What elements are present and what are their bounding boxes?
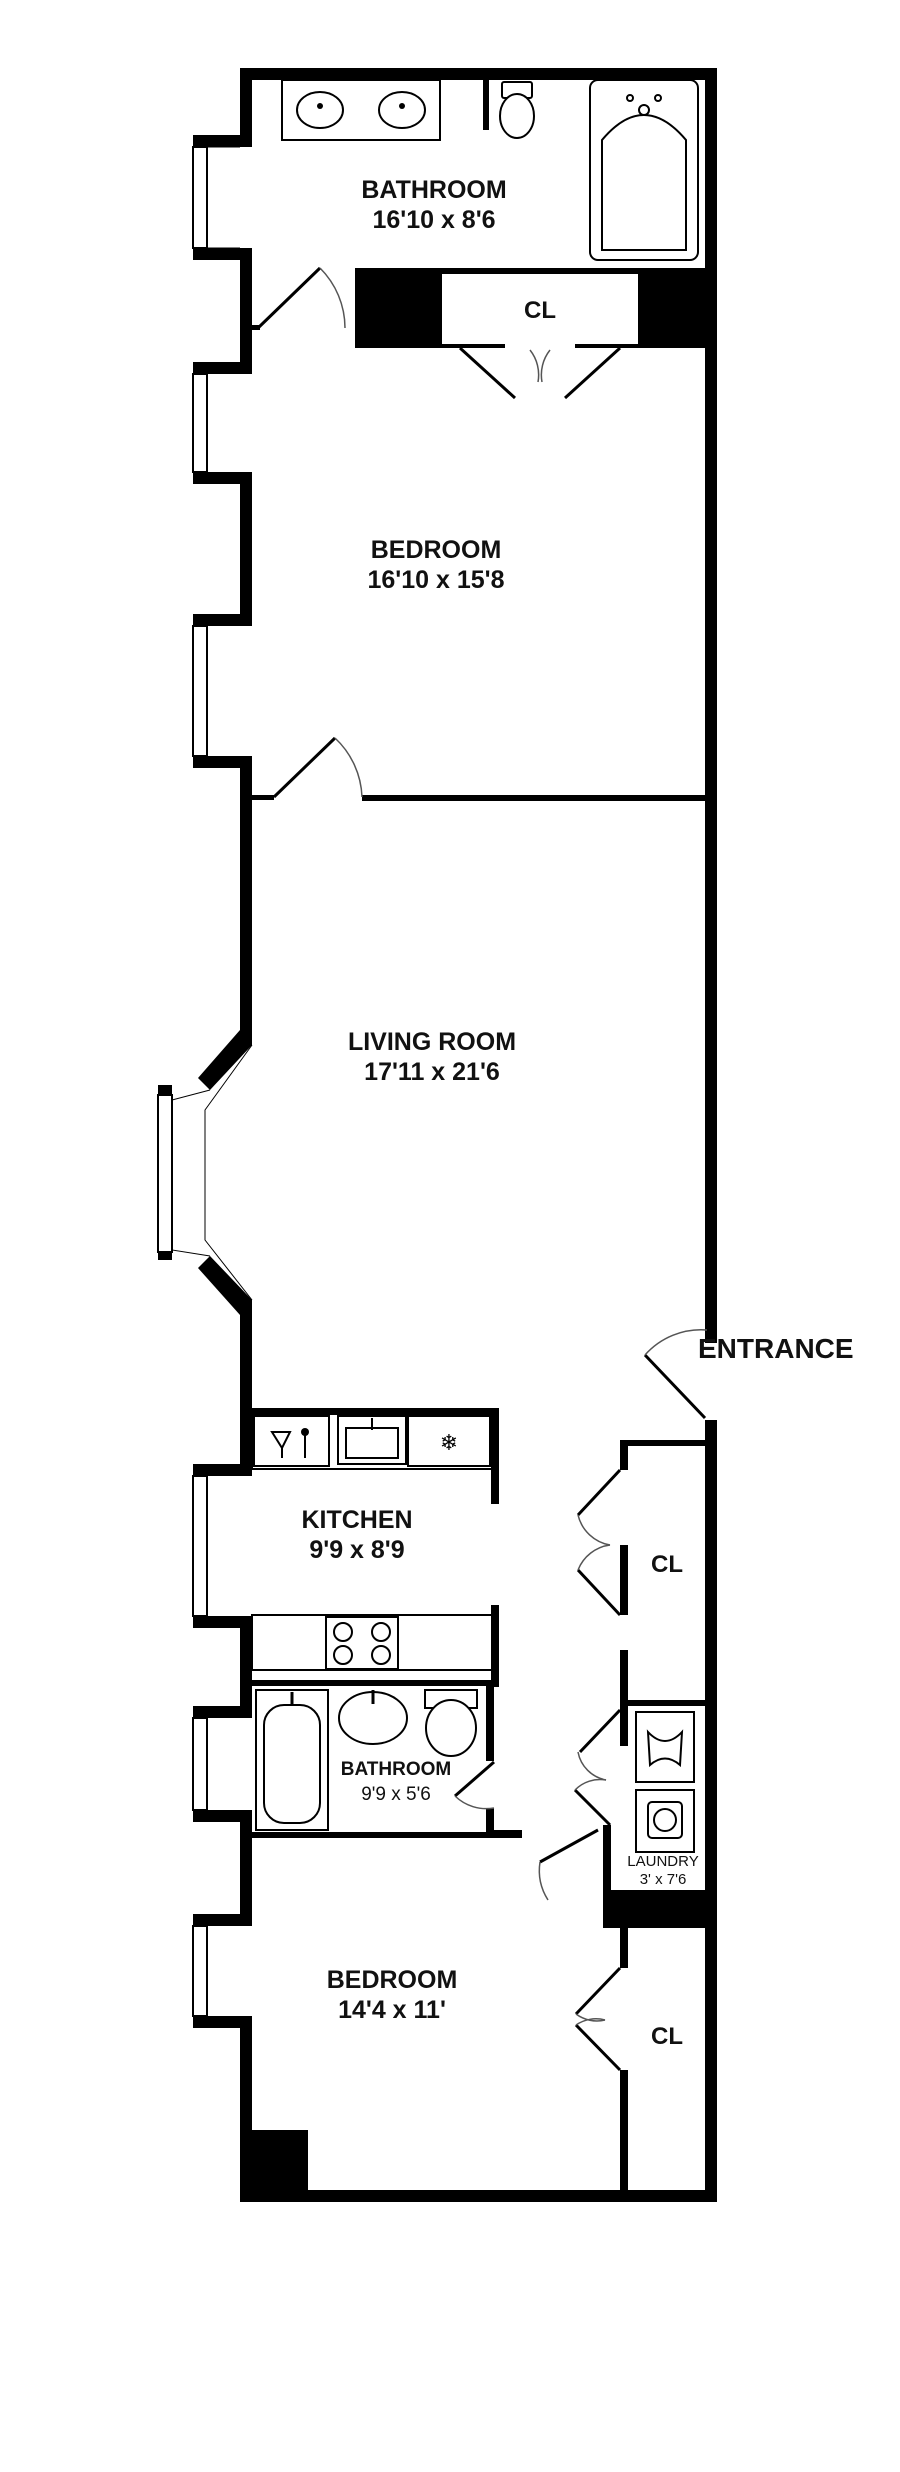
sink-icon	[378, 91, 426, 129]
window	[192, 625, 208, 757]
window	[192, 1717, 208, 1811]
bathroom-master-dims: 16'10 x 8'6	[372, 206, 495, 234]
bedroom-second-dims: 14'4 x 11'	[338, 1996, 446, 2024]
refrigerator-icon: ❄	[407, 1415, 491, 1467]
laundry-name: LAUNDRY	[627, 1853, 698, 1870]
sink-icon	[296, 91, 344, 129]
washer-icon	[635, 1711, 695, 1783]
bathtub-icon	[589, 79, 699, 261]
doors	[256, 266, 708, 2072]
bedroom-master-name: BEDROOM	[371, 536, 502, 564]
living-room-name: LIVING ROOM	[348, 1028, 516, 1056]
entrance-label: ENTRANCE	[698, 1333, 854, 1364]
window	[192, 146, 208, 249]
sink-icon	[337, 1415, 407, 1465]
laundry-dims: 3' x 7'6	[640, 1871, 687, 1888]
toilet-icon	[424, 1689, 478, 1757]
svg-text:❄: ❄	[440, 1431, 458, 1456]
toilet-icon	[483, 80, 535, 139]
stove-icon	[325, 1616, 399, 1670]
dryer-icon	[635, 1789, 695, 1853]
bedroom-master-dims: 16'10 x 15'8	[367, 566, 504, 594]
window	[157, 1094, 173, 1253]
dishwasher-icon	[253, 1415, 330, 1467]
bathroom-master-name: BATHROOM	[361, 176, 506, 204]
bathtub-icon	[255, 1689, 329, 1831]
kitchen-dims: 9'9 x 8'9	[309, 1536, 404, 1564]
kitchen-name: KITCHEN	[301, 1506, 412, 1534]
bathroom-second-dims: 9'9 x 5'6	[361, 1784, 431, 1805]
bathroom-second-name: BATHROOM	[341, 1759, 451, 1780]
living-room-dims: 17'11 x 21'6	[364, 1058, 500, 1086]
closet-bedroom-second-label: CL	[651, 2023, 683, 2050]
fixtures: ❄	[251, 79, 699, 1853]
bedroom-second-name: BEDROOM	[327, 1966, 458, 1994]
window	[192, 373, 208, 473]
sink-icon	[338, 1690, 408, 1745]
window	[192, 1475, 208, 1617]
window	[192, 1925, 208, 2017]
windows	[157, 146, 253, 2017]
walls	[158, 68, 717, 2202]
closet-hall-label: CL	[651, 1551, 683, 1578]
closet-master-label: CL	[524, 297, 556, 324]
labels: BATHROOM 16'10 x 8'6 CL BEDROOM 16'10 x …	[301, 176, 853, 2050]
